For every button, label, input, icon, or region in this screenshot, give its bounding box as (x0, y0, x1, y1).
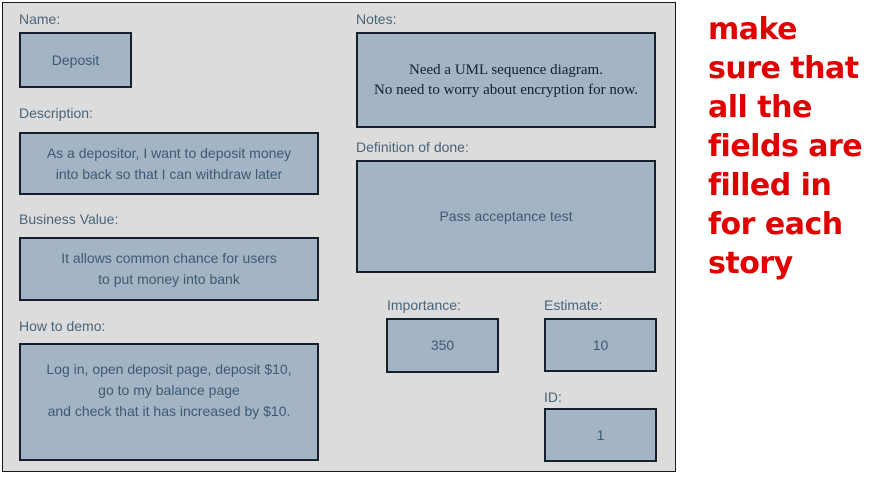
definition-of-done-value: Pass acceptance test (439, 208, 573, 224)
estimate-value: 10 (592, 336, 609, 353)
description-value: As a depositor, I want to deposit money … (46, 144, 292, 182)
notes-value: Need a UML sequence diagram. No need to … (374, 62, 638, 98)
red-annotation-note: make sure that all the fields are filled… (708, 12, 863, 281)
user-story-card: Name: Deposit Description: As a deposito… (2, 2, 676, 472)
how-to-demo-field[interactable]: Log in, open deposit page, deposit $10, … (19, 343, 319, 461)
description-label: Description: (19, 105, 93, 121)
name-value: Deposit (51, 51, 100, 68)
business-value-field[interactable]: It allows common chance for users to put… (19, 237, 319, 301)
importance-field[interactable]: 350 (386, 318, 499, 373)
id-label: ID: (544, 389, 562, 405)
how-to-demo-value: Log in, open deposit page, deposit $10, … (46, 361, 292, 419)
estimate-label: Estimate: (544, 297, 603, 313)
name-label: Name: (19, 11, 61, 27)
business-value-label: Business Value: (19, 211, 119, 227)
how-to-demo-label: How to demo: (19, 318, 106, 334)
description-field[interactable]: As a depositor, I want to deposit money … (19, 132, 319, 195)
definition-of-done-label: Definition of done: (356, 139, 469, 155)
id-value: 1 (596, 426, 605, 443)
notes-label: Notes: (356, 11, 397, 27)
definition-of-done-field[interactable]: Pass acceptance test (356, 160, 656, 273)
name-field[interactable]: Deposit (19, 32, 132, 88)
importance-label: Importance: (387, 297, 461, 313)
importance-value: 350 (430, 337, 455, 353)
id-field[interactable]: 1 (544, 408, 657, 462)
estimate-field[interactable]: 10 (544, 318, 657, 372)
business-value-value: It allows common chance for users to put… (61, 250, 277, 287)
notes-field[interactable]: Need a UML sequence diagram. No need to … (356, 32, 656, 128)
